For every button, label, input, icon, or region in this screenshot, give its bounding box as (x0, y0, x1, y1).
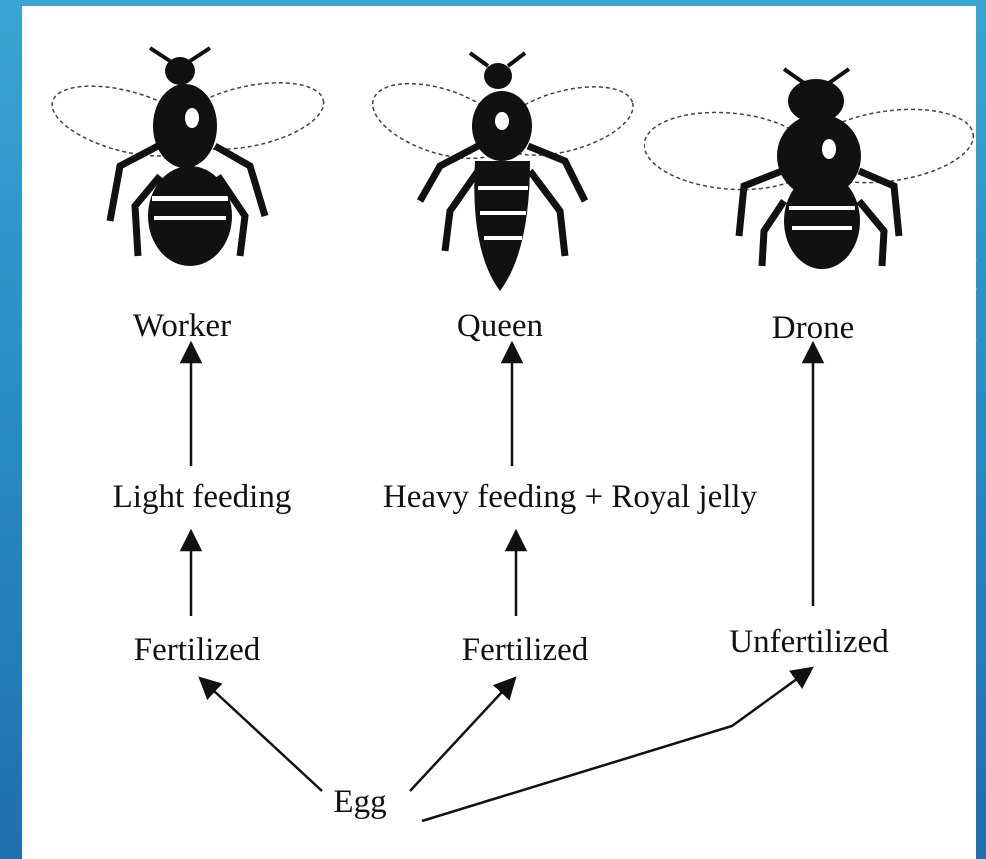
caste-label-queen: Queen (457, 310, 543, 343)
caste-label-worker: Worker (133, 310, 231, 343)
egg-state-drone: Unfertilized (729, 626, 888, 659)
caste-label-drone: Drone (772, 312, 854, 345)
arrow-egg-to-unfertilized (422, 668, 812, 821)
feeding-label-queen: Heavy feeding + Royal jelly (383, 481, 757, 514)
arrow-egg-to-queen-fertilized (410, 678, 515, 791)
arrow-egg-to-worker-fertilized (200, 678, 322, 791)
egg-state-queen: Fertilized (462, 634, 588, 667)
egg-state-worker: Fertilized (134, 634, 260, 667)
flow-arrows (22, 6, 976, 859)
origin-label-egg: Egg (333, 786, 386, 819)
feeding-label-worker: Light feeding (113, 481, 292, 514)
diagram-panel: Worker Queen Drone Light feeding Heavy f… (22, 6, 976, 859)
